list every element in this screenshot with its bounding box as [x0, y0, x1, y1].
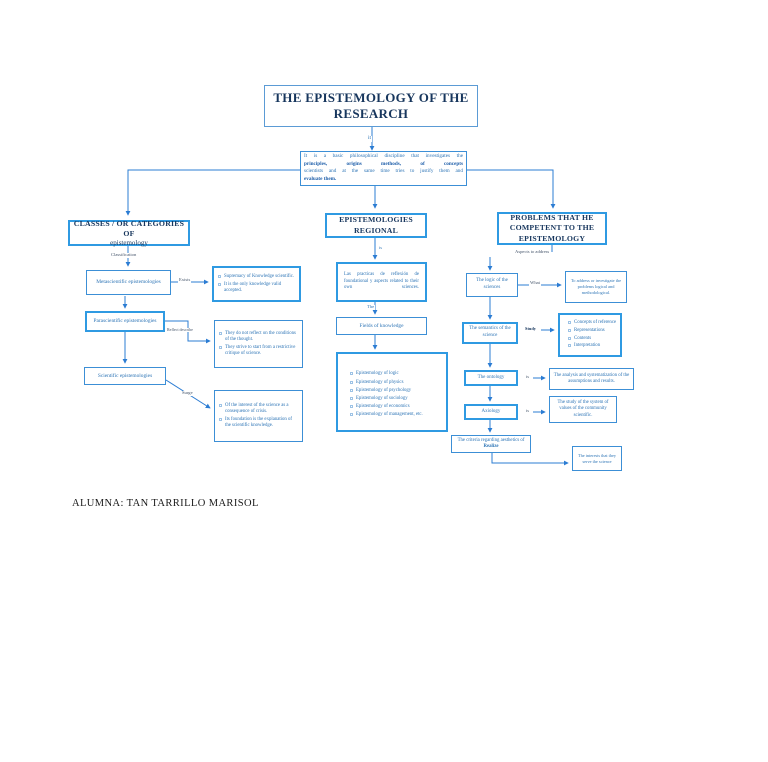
- classes-header-box: CLASSES / OR CATEGORIES OF epistemology: [68, 218, 190, 247]
- fields-node: Fields of knowledge: [336, 317, 427, 335]
- semantics-item: Interpretation: [574, 343, 601, 349]
- problems-header-line1: PROBLEMS THAT HE: [510, 213, 594, 223]
- square-bullet-icon: [219, 331, 222, 335]
- interests-detail-text: The interests that they serve the scienc…: [577, 452, 617, 464]
- square-bullet-icon: [350, 372, 353, 376]
- regional-definition-text: Las practicas de reflexión de foundation…: [344, 272, 419, 291]
- semantics-item: Representations: [574, 328, 605, 334]
- parascientific-item: They strive to start from a restrictive …: [225, 344, 296, 356]
- definition-line3: scientists and at the same time tries to…: [304, 168, 463, 175]
- field-item: Epistemology of sociology: [356, 396, 408, 401]
- regional-header-line1: EPISTEMOLOGIES: [339, 215, 413, 225]
- field-item: Epistemology of logic: [356, 371, 399, 377]
- exists-arrow-label: Exists: [178, 277, 192, 283]
- scientific-node: Scientific epistemologies: [84, 367, 166, 385]
- axiology-label: Axiology: [481, 408, 501, 414]
- logic-detail-text: To address or investigate the problems l…: [570, 278, 622, 295]
- semantics-item: Contents: [574, 335, 592, 341]
- problems-header-line2: COMPETENT TO THE: [509, 223, 595, 233]
- parascientific-label: Parascientific epistemologies: [93, 318, 157, 325]
- axiology-node: Axiology: [464, 404, 518, 420]
- aspects-label: Aspects to address: [514, 249, 551, 255]
- study-arrow-label: Study: [524, 326, 537, 332]
- is-connector-label: is: [378, 245, 384, 251]
- field-item: Epistemology of management, etc.: [356, 412, 423, 418]
- square-bullet-icon: [219, 345, 222, 349]
- square-bullet-icon: [568, 329, 571, 333]
- ontology-detail-text: The analysis and systematization of the …: [553, 372, 630, 384]
- criteria-label-line1: The criteria regarding aesthetics of: [457, 437, 525, 443]
- definition-line2: principles, origins methods, of concepts: [304, 160, 463, 167]
- is-ontology-label: is: [525, 374, 531, 380]
- square-bullet-icon: [219, 417, 222, 421]
- ontology-node: The ontology: [464, 370, 518, 386]
- field-item: Epistemology of physics: [356, 379, 404, 385]
- author-footer: ALUMNA: TAN TARRILLO MARISOL: [72, 498, 259, 509]
- field-item: Epistemology of psychology: [356, 387, 412, 393]
- scientific-label: Scientific epistemologies: [97, 372, 153, 379]
- semantics-node: The semantics of the science: [462, 322, 518, 344]
- parascientific-item: They do not reflect on the conditions of…: [225, 330, 296, 343]
- the-connector-label: The: [366, 304, 376, 310]
- metascientific-item: It is the only knowledge valid accepted.: [224, 281, 282, 293]
- square-bullet-icon: [568, 344, 571, 348]
- surge-arrow-label: Surge: [181, 390, 194, 396]
- logic-label: The logic of the sciences: [476, 278, 508, 290]
- field-item: Epistemology of economics: [356, 404, 410, 410]
- classification-label: Classification: [110, 252, 138, 258]
- semantics-item: Concepts of reference: [574, 320, 617, 326]
- what-arrow-label: What: [529, 280, 541, 286]
- it-connector-label: it: [367, 135, 373, 142]
- scientific-detail-box: Of the interest of the science as a cons…: [214, 390, 303, 442]
- metascientific-node: Metascientific epistemologies: [86, 270, 171, 295]
- regional-header-box: EPISTEMOLOGIES REGIONAL: [325, 213, 427, 238]
- fields-label: Fields of knowledge: [359, 322, 404, 329]
- definition-line1: It is a basic philosophical discipline t…: [304, 153, 463, 159]
- criteria-label-line2: Realize: [483, 444, 499, 449]
- ontology-detail-box: The analysis and systematization of the …: [549, 368, 634, 390]
- metascientific-label: Metascientific epistemologies: [96, 279, 161, 286]
- interests-detail-box: The interests that they serve the scienc…: [572, 446, 622, 471]
- semantics-detail-box: Concepts of reference Representations Co…: [558, 313, 622, 357]
- classes-header-line1: CLASSES / OR CATEGORIES OF: [73, 218, 185, 238]
- reflect-arrow-label: Reflect describe: [166, 327, 194, 332]
- criteria-node: The criteria regarding aesthetics of Rea…: [451, 435, 531, 453]
- axiology-detail-box: The study of the system of values of the…: [549, 396, 617, 423]
- parascientific-detail-box: They do not reflect on the conditions of…: [214, 320, 303, 368]
- regional-header-line2: REGIONAL: [353, 225, 399, 235]
- square-bullet-icon: [219, 403, 222, 407]
- square-bullet-icon: [218, 274, 221, 278]
- problems-header-box: PROBLEMS THAT HE COMPETENT TO THE EPISTE…: [497, 212, 607, 245]
- scientific-item: Its foundation is the explanation of the…: [225, 416, 293, 428]
- classes-header-line2: epistemology: [110, 238, 148, 247]
- axiology-detail-text: The study of the system of values of the…: [557, 399, 609, 418]
- main-title-line1: THE EPISTEMOLOGY OF THE: [273, 89, 469, 105]
- metascientific-item: Supremacy of Knowledge scientific.: [224, 273, 295, 279]
- metascientific-detail-box: Supremacy of Knowledge scientific. It is…: [212, 266, 301, 302]
- definition-box: It is a basic philosophical discipline t…: [300, 151, 467, 186]
- main-title-line2: RESEARCH: [333, 106, 409, 121]
- square-bullet-icon: [218, 282, 221, 286]
- square-bullet-icon: [350, 405, 353, 409]
- square-bullet-icon: [350, 397, 353, 400]
- fields-list-box: Epistemology of logic Epistemology of ph…: [336, 352, 448, 432]
- definition-line4: evaluate them.: [304, 175, 337, 182]
- problems-header-line3: EPISTEMOLOGY: [518, 233, 586, 243]
- logic-detail-box: To address or investigate the problems l…: [565, 271, 627, 303]
- is-axiology-label: is: [525, 408, 531, 414]
- square-bullet-icon: [350, 388, 353, 392]
- semantics-label: The semantics of the science: [469, 326, 511, 338]
- scientific-item: Of the interest of the science as a cons…: [225, 402, 289, 415]
- regional-definition-box: Las practicas de reflexión de foundation…: [336, 262, 427, 302]
- parascientific-node: Parascientific epistemologies: [85, 311, 165, 332]
- square-bullet-icon: [350, 413, 353, 417]
- main-title-box: THE EPISTEMOLOGY OF THE RESEARCH: [264, 85, 478, 127]
- logic-node: The logic of the sciences: [466, 273, 518, 297]
- square-bullet-icon: [350, 380, 353, 384]
- square-bullet-icon: [568, 336, 571, 340]
- square-bullet-icon: [568, 321, 571, 325]
- ontology-label: The ontology: [477, 374, 505, 380]
